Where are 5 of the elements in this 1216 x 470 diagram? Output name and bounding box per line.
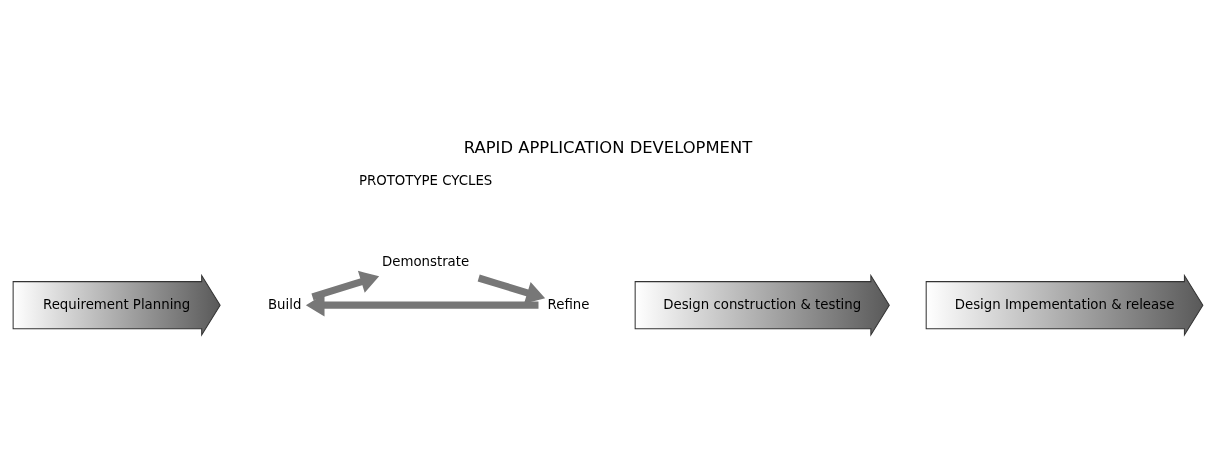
- label: PROTOTYPE CYCLES: [358, 172, 493, 188]
- node-text: Demonstrate: [381, 253, 470, 269]
- node-text: Refine: [547, 296, 590, 312]
- diagram-title: RAPID APPLICATION DEVELOPMENT: [463, 137, 753, 157]
- node-text: Build: [267, 296, 302, 312]
